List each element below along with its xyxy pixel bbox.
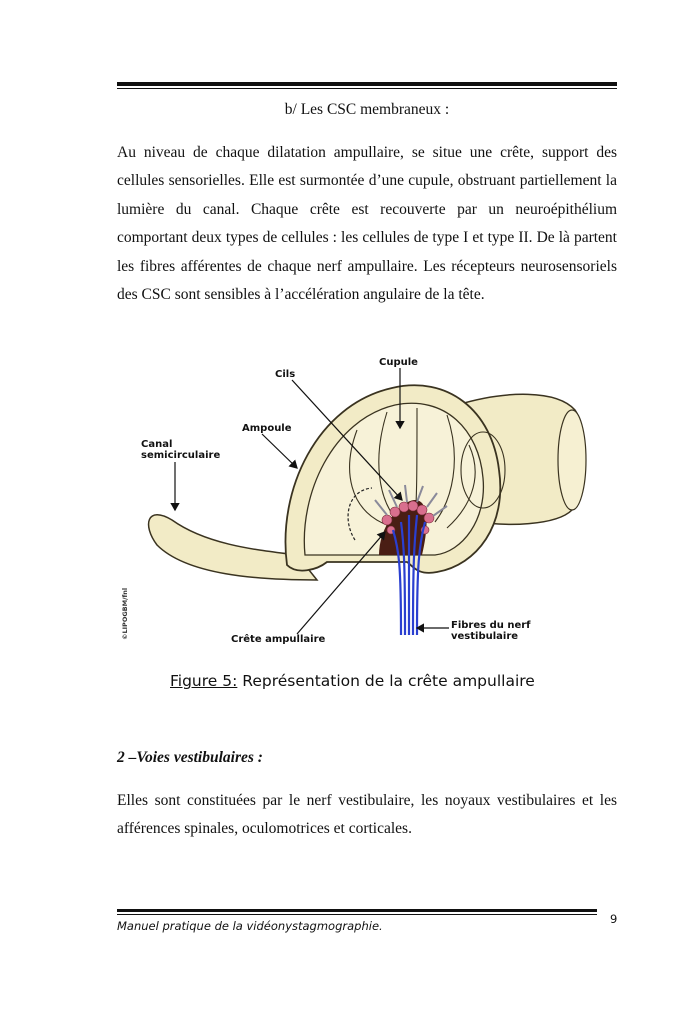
cupula-lobe-shape: [460, 431, 506, 509]
label-canal-line1: Canal: [141, 439, 172, 450]
label-cils: Cils: [275, 369, 295, 380]
figure-crete-ampullaire: Cupule Cils Ampoule Canal semicirculaire…: [117, 350, 603, 646]
section-subtitle: b/ Les CSC membraneux :: [284, 101, 450, 118]
label-ampoule: Ampoule: [242, 423, 292, 434]
tube-opening-shape: [557, 409, 587, 511]
figure-caption: Figure 5: Représentation de la crête amp…: [170, 672, 535, 690]
header-rule: [117, 82, 617, 90]
page-number: 9: [610, 912, 618, 926]
label-fibres-line1: Fibres du nerf: [451, 620, 531, 631]
caption-text: Représentation de la crête ampullaire: [237, 672, 535, 690]
footer-rule: [117, 909, 597, 915]
label-cupule: Cupule: [379, 357, 418, 368]
figure-credit: ©LIPOGBM/fnl: [121, 588, 129, 640]
arrow-cils: [291, 379, 403, 501]
label-fibres-line2: vestibulaire: [451, 631, 518, 642]
paragraph-voies: Elles sont constituées par le nerf vesti…: [117, 792, 617, 838]
section-heading: 2 –Voies vestibulaires :: [117, 749, 263, 766]
paragraph-crete: Au niveau de chaque dilatation ampullair…: [117, 144, 617, 304]
arrow-ampoule: [261, 433, 298, 469]
cilia-shape: [374, 484, 448, 517]
nerve-fibres: [391, 514, 427, 636]
canal-shape: [147, 514, 319, 581]
arrow-crete: [296, 531, 386, 635]
label-canal-line2: semicirculaire: [141, 450, 220, 461]
label-crete: Crête ampullaire: [231, 633, 326, 645]
footer-text: Manuel pratique de la vidéonystagmograph…: [117, 919, 383, 933]
ampulla-illustration: Cupule Cils Ampoule Canal semicirculaire…: [121, 357, 587, 645]
caption-number: Figure 5:: [170, 672, 238, 690]
hair-cells: [381, 500, 435, 535]
dashed-outline: [347, 487, 373, 541]
